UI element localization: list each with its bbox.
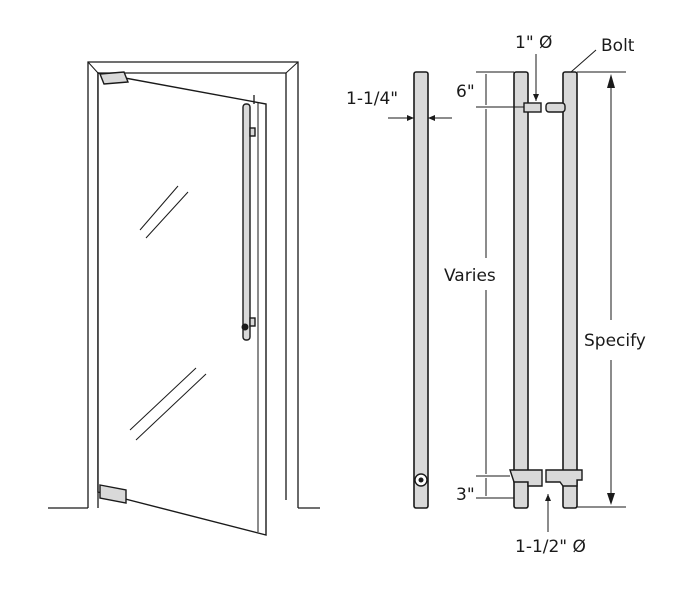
top-standoffs: [523, 102, 566, 113]
pull-pair: [509, 71, 583, 509]
door-illustration: [48, 61, 320, 536]
three-inch-label: 3": [456, 485, 475, 505]
diameter-1in-label: 1" Ø: [515, 33, 552, 53]
single-pull-bar: [413, 71, 429, 509]
dim-3in-lines: [476, 478, 514, 499]
specify-dimension: [577, 71, 626, 508]
glass-reflection-lines: [129, 185, 207, 441]
bottom-standoffs: [509, 469, 583, 487]
bolt-label: Bolt: [601, 36, 635, 56]
glass-door-panel: [97, 72, 267, 536]
top-pivot-patch: [98, 71, 130, 85]
bottom-pivot-patch: [99, 484, 127, 504]
dim-6in-lines: [476, 71, 524, 108]
diameter-1-1-2-label: 1-1/2" Ø: [515, 537, 586, 557]
bolt-leader: [570, 49, 597, 73]
six-inch-label: 6": [456, 82, 475, 102]
width-label: 1-1/4": [346, 89, 398, 109]
door-pull-handle: [241, 95, 256, 341]
specify-label: Specify: [584, 331, 646, 351]
dim-varies-lines: [476, 109, 510, 477]
varies-label: Varies: [444, 266, 496, 286]
